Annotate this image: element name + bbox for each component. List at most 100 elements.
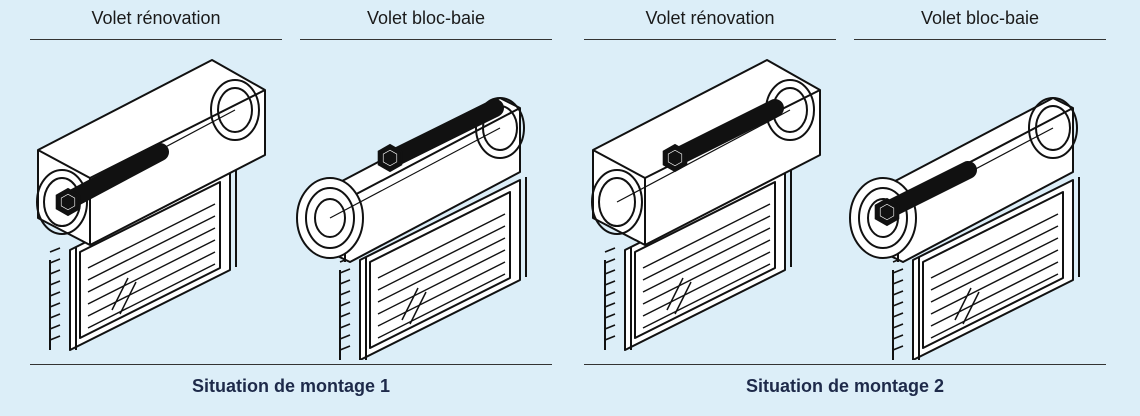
wall-hatch [49, 324, 61, 330]
shutter-slat [87, 263, 216, 329]
bolt-shaft [381, 99, 504, 169]
caption-divider [30, 364, 552, 365]
column-title-renovation-2: Volet rénovation [645, 8, 775, 28]
wall-hatch [49, 313, 61, 319]
wall-hatch [892, 312, 904, 318]
wall-hatch [49, 291, 61, 297]
window-frame [339, 177, 527, 360]
shutter-slat [642, 215, 771, 281]
end-cap-ring [1028, 97, 1078, 159]
wall-hatch [49, 335, 61, 341]
axis-line [329, 127, 501, 219]
bolt-shaft [879, 161, 977, 219]
wall-hatch [604, 291, 616, 297]
hex-bolt-head [55, 187, 81, 217]
title-divider [854, 39, 1106, 40]
shutter-slat [87, 239, 216, 305]
end-cap-inner [1035, 105, 1071, 151]
shutter-slat [930, 249, 1059, 315]
wall-hatch [892, 279, 904, 285]
wall-hatch [604, 324, 616, 330]
shutter-slat [930, 261, 1059, 327]
wall-hatch [49, 269, 61, 275]
shutter-slat [87, 227, 216, 293]
shutter-slat [377, 225, 506, 291]
wall-hatch [604, 302, 616, 308]
wall-hatch [892, 323, 904, 329]
shutter-slat [642, 203, 771, 269]
wall-hatch [339, 334, 351, 340]
wall-hatch [339, 345, 351, 351]
wall-hatch [892, 290, 904, 296]
shutter-slat [377, 261, 506, 327]
glass-reflection [111, 277, 137, 315]
column-title-renovation-1: Volet rénovation [91, 8, 221, 28]
wall-hatch [339, 323, 351, 329]
end-cap-ring [36, 169, 88, 235]
glass-reflection [401, 287, 427, 325]
illustration-bloc-baie-mount-1 [296, 97, 527, 360]
wall-hatch [339, 279, 351, 285]
glass-reflection [666, 277, 692, 315]
wall-hatch [604, 313, 616, 319]
caption-situation-1: Situation de montage 1 [191, 376, 391, 396]
window-frame [892, 177, 1080, 360]
title-divider [584, 39, 836, 40]
end-cap-ring [475, 97, 525, 159]
wall-hatch [604, 269, 616, 275]
wall-hatch [49, 247, 61, 253]
shutter-slat [377, 213, 506, 279]
shutter-slat [642, 263, 771, 329]
shutter-slat [930, 213, 1059, 279]
shutter-slat [87, 215, 216, 281]
illustration-bloc-baie-mount-2 [849, 97, 1080, 360]
wall-hatch [49, 280, 61, 286]
end-cap-inner [305, 187, 355, 249]
column-title-bloc-baie-1: Volet bloc-baie [366, 8, 486, 28]
bolt-shaft [666, 99, 784, 167]
column-title-bloc-baie-2: Volet bloc-baie [920, 8, 1040, 28]
shutter-slat [642, 251, 771, 317]
wall-hatch [49, 302, 61, 308]
shutter-slat [87, 251, 216, 317]
caption-divider [584, 364, 1106, 365]
bolt-shaft [61, 143, 169, 209]
title-divider [30, 39, 282, 40]
shutter-slat [377, 273, 506, 339]
wall-hatch [892, 334, 904, 340]
end-cap-core [314, 198, 346, 238]
shutter-slat [642, 227, 771, 293]
wall-hatch [339, 268, 351, 274]
shutter-slat [87, 203, 216, 269]
caption-situation-2: Situation de montage 2 [745, 376, 945, 396]
end-cap-ring [210, 79, 260, 141]
window-frame [49, 167, 237, 351]
wall-hatch [604, 280, 616, 286]
shutter-slat [377, 237, 506, 303]
wall-hatch [49, 258, 61, 264]
shutter-slat [377, 249, 506, 315]
axis-line [616, 109, 791, 203]
wall-hatch [892, 345, 904, 351]
wall-hatch [604, 247, 616, 253]
glass-reflection [954, 287, 980, 325]
shutter-slat [930, 225, 1059, 291]
end-cap-inner [598, 177, 636, 227]
end-cap-ring [591, 169, 643, 235]
shutter-slat [930, 237, 1059, 303]
title-divider [300, 39, 552, 40]
wall-hatch [892, 301, 904, 307]
illustration-renovation-mount-1 [36, 59, 266, 351]
wall-hatch [339, 290, 351, 296]
hex-bolt-head [874, 197, 900, 227]
illustration-renovation-mount-2 [591, 59, 821, 351]
wall-hatch [604, 335, 616, 341]
wall-hatch [892, 268, 904, 274]
wall-hatch [339, 312, 351, 318]
wall-hatch [339, 301, 351, 307]
shutter-slat [930, 273, 1059, 339]
hex-bolt-head [662, 143, 688, 173]
end-cap-inner [858, 187, 908, 249]
end-cap-inner [217, 87, 253, 133]
shutter-slat [642, 239, 771, 305]
